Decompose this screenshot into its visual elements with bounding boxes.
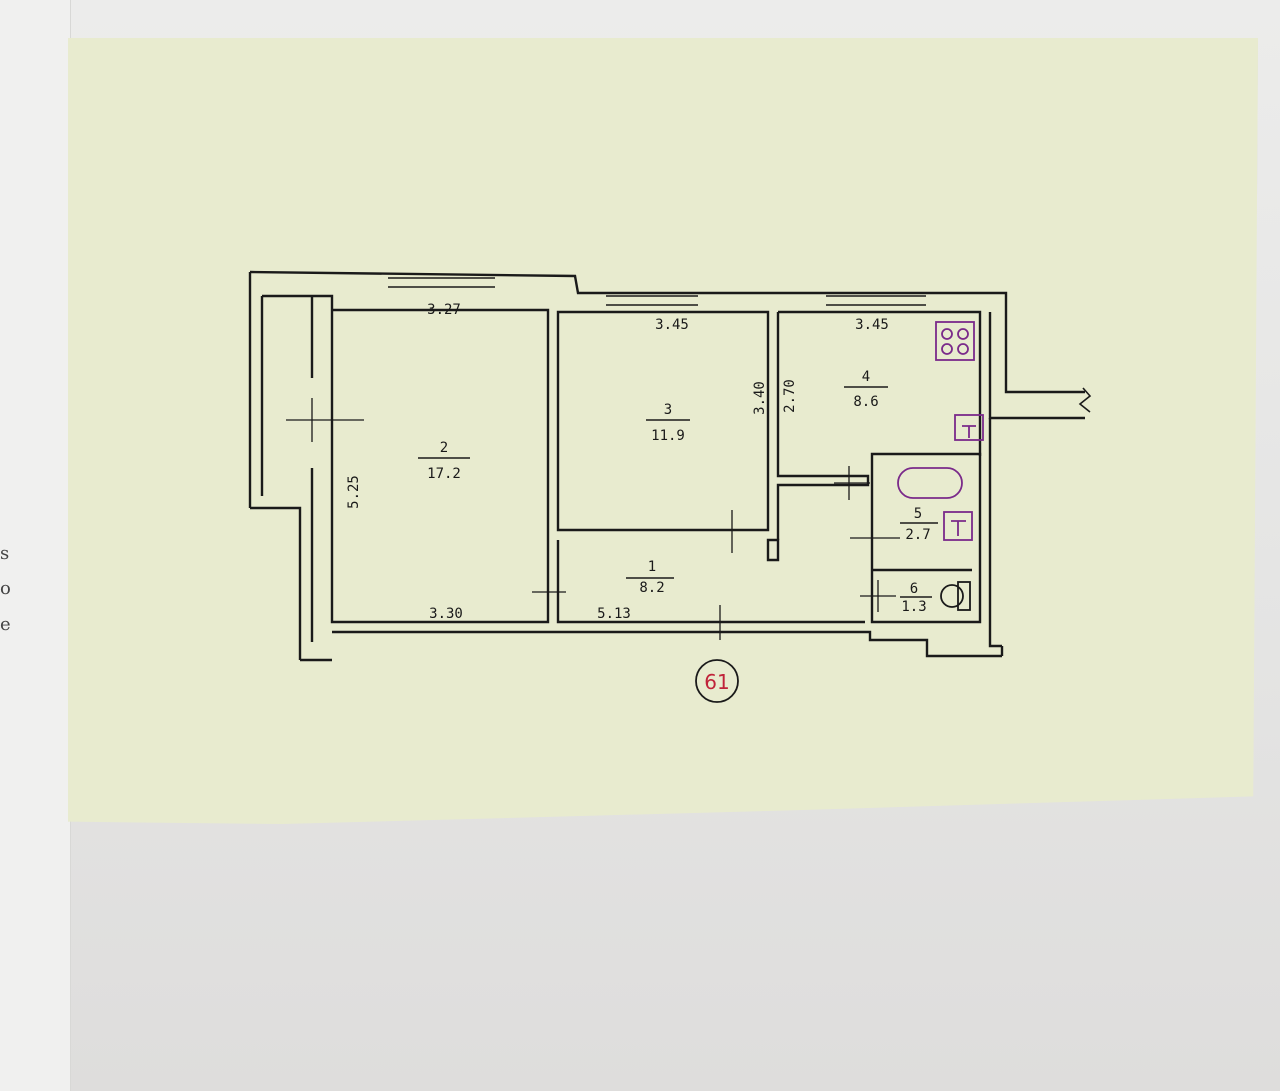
room1-id: 1 — [648, 559, 656, 575]
room2-id: 2 — [440, 440, 448, 456]
room3-id: 3 — [664, 402, 672, 418]
margin-glyph: e — [0, 614, 11, 635]
room4-walls — [776, 312, 870, 540]
margin-glyph: s — [0, 543, 10, 564]
window-room3 — [606, 295, 698, 306]
margin-glyph: o — [0, 578, 11, 599]
room4-id: 4 — [862, 369, 870, 385]
window-room2 — [388, 277, 495, 288]
room5-id: 5 — [914, 506, 922, 522]
washbasin-icon — [943, 511, 973, 541]
dim-room3-side: 3.40 — [752, 381, 768, 415]
dim-room3-top: 3.45 — [655, 317, 689, 333]
window-room4 — [826, 295, 926, 306]
room6-id: 6 — [910, 581, 918, 597]
dim-room4-top: 3.45 — [855, 317, 889, 333]
stove-burner-icon — [941, 343, 953, 355]
windows — [388, 277, 1092, 413]
room1-walls — [556, 540, 865, 624]
room6-area: 1.3 — [901, 599, 926, 615]
room2-walls — [262, 294, 550, 624]
tracing-paper-sheet — [68, 38, 1258, 825]
break-mark — [1078, 387, 1092, 413]
room2-area: 17.2 — [427, 466, 461, 482]
hall-column — [766, 538, 780, 562]
area-fraction-lines — [418, 386, 938, 598]
outer-wall-left-step — [250, 506, 302, 660]
outer-wall-bottom — [332, 630, 1002, 658]
walls — [248, 270, 1085, 662]
plan-number-circle — [695, 659, 739, 703]
room4-area: 8.6 — [853, 394, 878, 410]
underlying-sheet — [0, 0, 71, 1091]
fixtures — [897, 321, 984, 541]
room5-area: 2.7 — [905, 527, 930, 543]
stove-burner-icon — [957, 328, 969, 340]
room3-area: 11.9 — [651, 428, 685, 444]
toilet-icon — [940, 581, 971, 611]
stove-burner-icon — [941, 328, 953, 340]
room1-area: 8.2 — [639, 580, 664, 596]
plan-text: 2 17.2 3 11.9 4 8.6 1 8.2 5 2.7 6 1.3 3.… — [346, 302, 931, 622]
outer-wall-right — [988, 312, 1085, 420]
stove-burner-icon — [957, 343, 969, 355]
dim-room2-bottom: 3.30 — [429, 606, 463, 622]
kitchen-inner — [778, 310, 982, 456]
bathtub-icon — [897, 467, 963, 499]
stove-icon — [935, 321, 975, 361]
dim-room1-bottom: 5.13 — [597, 606, 631, 622]
dim-room2-side: 5.25 — [346, 475, 362, 509]
outer-wall-right-lower — [988, 418, 1002, 648]
room3-walls — [556, 310, 770, 532]
outer-wall-top — [249, 270, 1085, 394]
kitchen-sink-icon — [954, 414, 984, 441]
dim-room4-side: 2.70 — [782, 379, 798, 413]
door-marks — [286, 398, 900, 640]
plan-number: 61 — [704, 670, 729, 694]
dim-room2-top: 3.27 — [427, 302, 461, 318]
bath-walls — [870, 452, 982, 624]
